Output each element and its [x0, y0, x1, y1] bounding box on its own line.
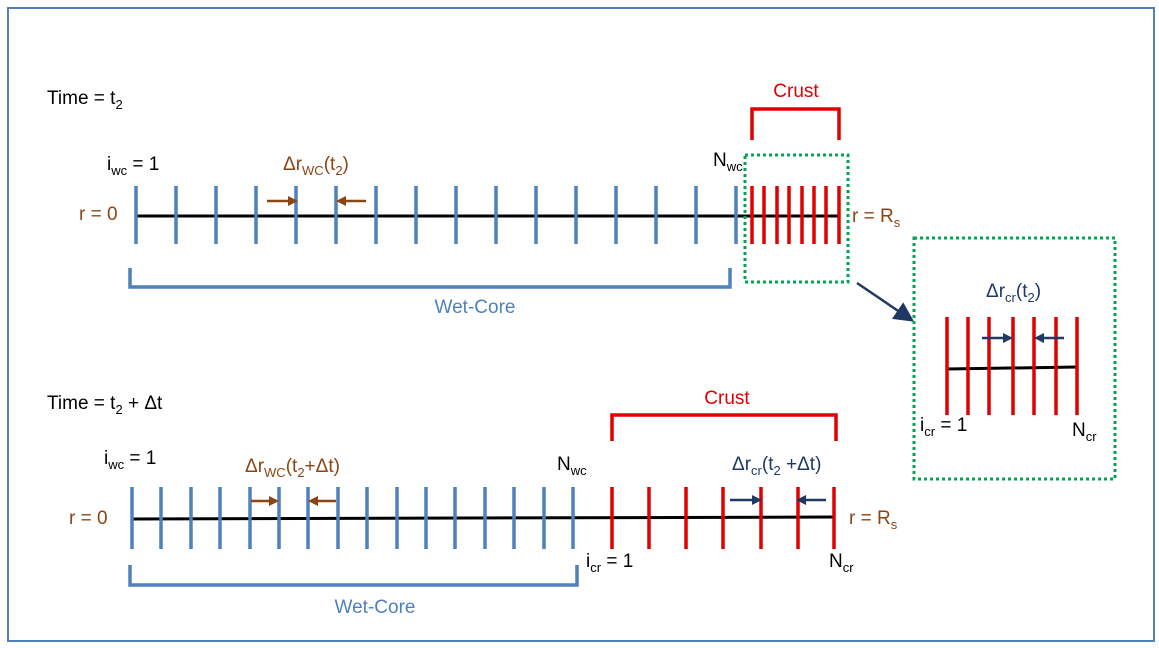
bottom-crust-bracket	[610, 413, 838, 441]
zoom-icr-label: icr = 1	[920, 415, 967, 439]
zoom-crust-grid	[945, 317, 1079, 415]
top-time-label: Time = t2	[47, 88, 123, 112]
bottom-delta-cr-arrowhead-right	[752, 495, 762, 505]
bottom-delta-wc-arrowhead-left	[308, 496, 318, 506]
top-wet-core-grid	[134, 186, 738, 244]
zoom-detail-box	[912, 236, 1117, 481]
bottom-wet-core-bracket	[128, 565, 579, 587]
top-rs-label: r = Rs	[852, 206, 901, 230]
top-delta-wc-arrowhead-left	[336, 196, 346, 206]
top-wet-core-label: Wet-Core	[435, 297, 516, 318]
top-delta-wc-arrowhead-right	[288, 196, 298, 206]
bottom-delta-wc-label: ΔrWC(t2+Δt)	[245, 456, 340, 480]
outer-frame	[7, 7, 1155, 642]
bottom-icr-label: icr = 1	[586, 551, 633, 575]
zoom-ncr-label: Ncr	[1072, 420, 1097, 444]
bottom-delta-cr-arrowhead-left	[796, 495, 806, 505]
zoom-delta-arrowhead-left	[1034, 333, 1044, 343]
bottom-crust-label: Crust	[704, 388, 750, 409]
top-delta-wc-label: ΔrWC(t2)	[283, 154, 349, 178]
bottom-rs-label: r = Rs	[849, 508, 898, 532]
top-crust-grid	[750, 186, 841, 244]
bottom-wet-core-grid	[130, 487, 575, 549]
zoom-delta-arrowhead-right	[1003, 333, 1013, 343]
zoom-selection-box	[743, 153, 850, 284]
top-r0-label: r = 0	[79, 204, 118, 225]
zoom-delta-cr-label: Δrcr(t2)	[986, 281, 1041, 305]
bottom-wet-core-label: Wet-Core	[335, 597, 416, 618]
bottom-nwc-label: Nwc	[557, 454, 587, 478]
bottom-delta-wc-arrowhead-right	[269, 496, 279, 506]
top-crust-label: Crust	[773, 81, 819, 102]
bottom-r0-label: r = 0	[69, 508, 108, 529]
top-nwc-label: Nwc	[713, 150, 743, 174]
top-crust-bracket	[750, 107, 841, 140]
bottom-time-label: Time = t2 + Δt	[47, 393, 163, 417]
bottom-iwc-label: iwc = 1	[104, 448, 156, 472]
top-iwc-label: iwc = 1	[107, 154, 159, 178]
top-wet-core-bracket	[128, 268, 732, 289]
zoom-connector-arrow	[856, 281, 915, 322]
bottom-delta-cr-label: Δrcr(t2 +Δt)	[732, 454, 821, 478]
bottom-ncr-label: Ncr	[829, 551, 854, 575]
bottom-crust-grid	[610, 487, 836, 549]
bottom-axis-line	[131, 515, 835, 521]
